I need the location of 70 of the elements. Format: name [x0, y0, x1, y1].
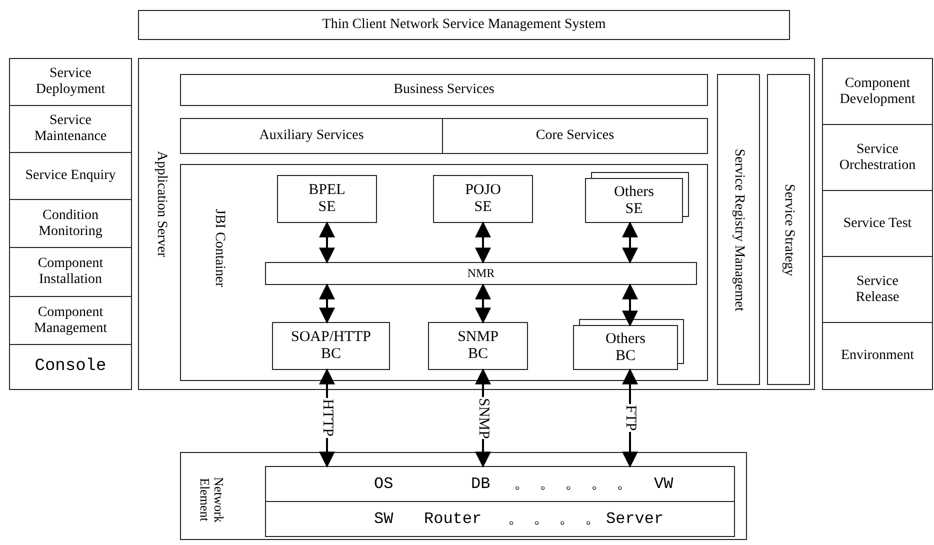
box-label: Service Strategy: [780, 183, 797, 276]
box-label: Others SE: [613, 183, 655, 218]
resource-label: VW: [654, 474, 674, 494]
box-label: Service Release: [854, 273, 900, 306]
resource-label: 。 。 。 。: [508, 510, 601, 528]
box-label: Others BC: [604, 330, 646, 365]
tool-box: [822, 124, 933, 191]
container-box: [180, 164, 708, 381]
vertical-box: [717, 74, 760, 385]
box-label: Service Registry Managemet: [730, 148, 747, 311]
box-label: SNMP BC: [456, 328, 500, 364]
function-box: [9, 105, 132, 153]
box-label: Service Orchestration: [838, 141, 917, 174]
function-box: [9, 58, 132, 106]
double-arrow: [622, 221, 638, 264]
tool-box: [822, 256, 933, 323]
box-label: POJO SE: [464, 182, 502, 216]
box-label: Service Test: [842, 215, 913, 232]
box-label: NMR: [466, 266, 496, 280]
layer-box: [180, 118, 443, 154]
resource-label: Router: [424, 510, 482, 528]
box-label: Application Server: [153, 151, 170, 258]
resource-label: DB: [471, 474, 490, 494]
box-label: Service Deployment: [34, 66, 106, 98]
double-arrow: [475, 283, 491, 324]
double-arrow: [319, 221, 335, 264]
box-label: Thin Client Network Service Management System: [321, 16, 607, 34]
box-label: Console: [34, 357, 108, 377]
resource-label: Server: [606, 510, 664, 528]
resource-label: OS: [374, 474, 394, 494]
box-label: BPEL SE: [308, 182, 346, 216]
box-label: JBI Container: [211, 209, 228, 288]
resource-row: [265, 501, 735, 537]
box-label: Network Element: [197, 476, 226, 525]
resource-label: 。 。 。 。 。: [514, 474, 632, 494]
box-label: Component Installation: [36, 256, 104, 288]
engine-box: [433, 175, 533, 223]
binding-box: [428, 322, 528, 370]
vertical-box: [767, 74, 810, 385]
console-box: [9, 344, 132, 390]
double-arrow: [319, 283, 335, 324]
function-box: [9, 152, 132, 200]
resource-label: SW: [374, 510, 394, 528]
network-container: [180, 452, 747, 540]
function-box: [9, 247, 132, 297]
box-label: Core Services: [534, 128, 616, 144]
function-box: [9, 296, 132, 345]
box-label: Condition Monitoring: [38, 207, 104, 240]
tool-box: [822, 190, 933, 257]
tool-box: [822, 58, 933, 125]
box-label: Service Enquiry: [24, 168, 117, 184]
title-box: [138, 10, 790, 40]
double-arrow: [622, 283, 638, 327]
layer-box: [180, 74, 708, 106]
layer-box: [442, 118, 708, 154]
box-label: SOAP/HTTP BC: [290, 328, 372, 364]
resource-row: [265, 466, 735, 502]
box-label: Business Services: [392, 82, 496, 98]
tool-box: [822, 322, 933, 390]
box-label: Auxiliary Services: [258, 128, 365, 144]
function-box: [9, 199, 132, 248]
double-arrow: [475, 221, 491, 264]
box-label: Service Maintenance: [33, 112, 108, 146]
server-container: [138, 58, 815, 390]
engine-box: [277, 175, 377, 223]
binding-box: [272, 322, 390, 370]
router-bar: [265, 262, 697, 285]
box-label: Environment: [840, 348, 916, 364]
box-label: Component Management: [32, 304, 108, 337]
box-label: Component Development: [838, 75, 916, 108]
